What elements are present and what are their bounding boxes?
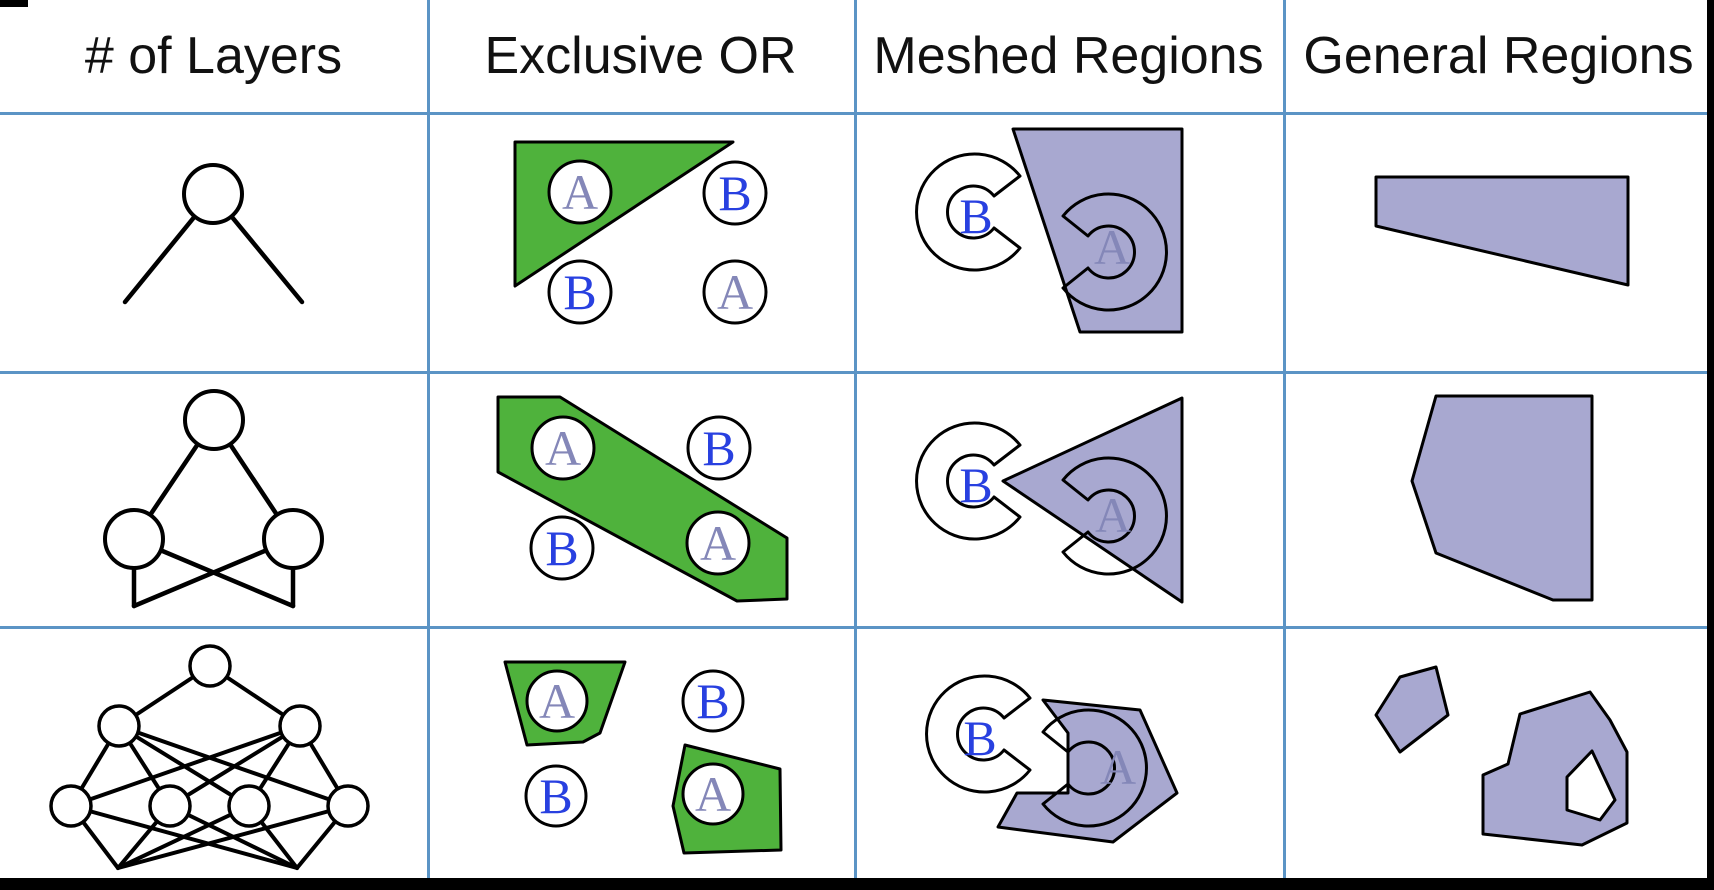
network-node xyxy=(49,784,93,828)
purple-region xyxy=(1011,127,1184,334)
sample-circle xyxy=(547,159,613,225)
class-a-label: A xyxy=(539,673,575,729)
sample-circle xyxy=(685,510,751,576)
class-b-label: B xyxy=(959,457,992,513)
right-black-bar xyxy=(1707,0,1714,890)
mesh-curve-b xyxy=(915,152,1022,272)
row-divider xyxy=(0,371,1714,374)
header-num-layers: # of Layers xyxy=(84,27,343,85)
general-two-layer-diagram xyxy=(1410,394,1594,602)
class-a-label: A xyxy=(1100,739,1136,795)
sample-circle xyxy=(530,415,596,481)
class-b-label: B xyxy=(563,264,596,320)
sample-circle xyxy=(702,160,768,226)
network-node xyxy=(182,163,244,225)
class-b-label: B xyxy=(718,165,751,221)
mesh-curve-b xyxy=(915,421,1022,541)
sample-circle xyxy=(525,669,589,733)
class-a-label: A xyxy=(695,766,731,822)
xor-two-layer-diagram: A B B A xyxy=(496,395,789,603)
column-divider xyxy=(854,0,857,878)
mesh-curve-a xyxy=(1041,708,1148,828)
sample-circle xyxy=(681,762,745,826)
mesh-curve-b xyxy=(925,674,1032,794)
purple-small-region xyxy=(1374,665,1450,754)
network-node xyxy=(278,704,322,748)
sample-circle xyxy=(681,669,745,733)
general-one-layer-diagram xyxy=(1374,175,1630,287)
sample-circle xyxy=(547,259,613,325)
purple-region xyxy=(1001,396,1184,604)
green-halfplane-region xyxy=(513,140,735,288)
class-b-label: B xyxy=(959,188,992,244)
class-b-label: B xyxy=(539,768,572,824)
class-a-label: A xyxy=(1095,487,1131,543)
network-node xyxy=(183,389,245,451)
bottom-black-bar xyxy=(0,878,1714,890)
single-layer-network-diagram xyxy=(122,163,305,305)
mesh-curve-a xyxy=(1061,456,1168,576)
purple-convex-region xyxy=(1410,394,1594,602)
xor-three-layer-diagram: A B B A xyxy=(503,660,783,855)
three-layer-network-diagram xyxy=(49,644,370,870)
sample-circle xyxy=(524,764,588,828)
purple-region-with-hole xyxy=(1481,690,1629,847)
class-b-label: B xyxy=(545,520,578,576)
sample-circle xyxy=(702,259,768,325)
meshed-two-layer-diagram: B A xyxy=(915,396,1184,604)
network-node xyxy=(326,784,370,828)
general-three-layer-diagram xyxy=(1374,665,1629,847)
row-divider xyxy=(0,626,1714,629)
network-node xyxy=(148,784,192,828)
column-divider xyxy=(1283,0,1286,878)
purple-convex-region xyxy=(1374,175,1630,287)
class-b-label: B xyxy=(696,673,729,729)
mesh-curve-a xyxy=(1061,192,1168,312)
network-node xyxy=(227,784,271,828)
sample-circle xyxy=(529,515,595,581)
sample-circle xyxy=(686,415,752,481)
header-exclusive-or: Exclusive OR xyxy=(484,27,797,85)
two-layer-network-diagram xyxy=(103,389,324,609)
class-b-label: B xyxy=(702,420,735,476)
header-general-regions: General Regions xyxy=(1303,27,1694,85)
row-divider xyxy=(0,112,1714,115)
meshed-one-layer-diagram: B A xyxy=(915,127,1184,334)
network-node xyxy=(103,508,165,570)
corner-artifact xyxy=(0,0,28,7)
header-meshed-regions: Meshed Regions xyxy=(873,27,1264,85)
class-b-label: B xyxy=(963,710,996,766)
class-a-label: A xyxy=(717,264,753,320)
network-node xyxy=(97,704,141,748)
meshed-three-layer-diagram: B A xyxy=(925,674,1179,844)
class-a-label: A xyxy=(562,164,598,220)
class-a-label: A xyxy=(545,420,581,476)
class-a-label: A xyxy=(700,515,736,571)
xor-one-layer-diagram: A B B A xyxy=(513,140,768,325)
column-divider xyxy=(427,0,430,878)
network-node xyxy=(188,644,232,688)
network-node xyxy=(262,508,324,570)
class-a-label: A xyxy=(1094,219,1130,275)
